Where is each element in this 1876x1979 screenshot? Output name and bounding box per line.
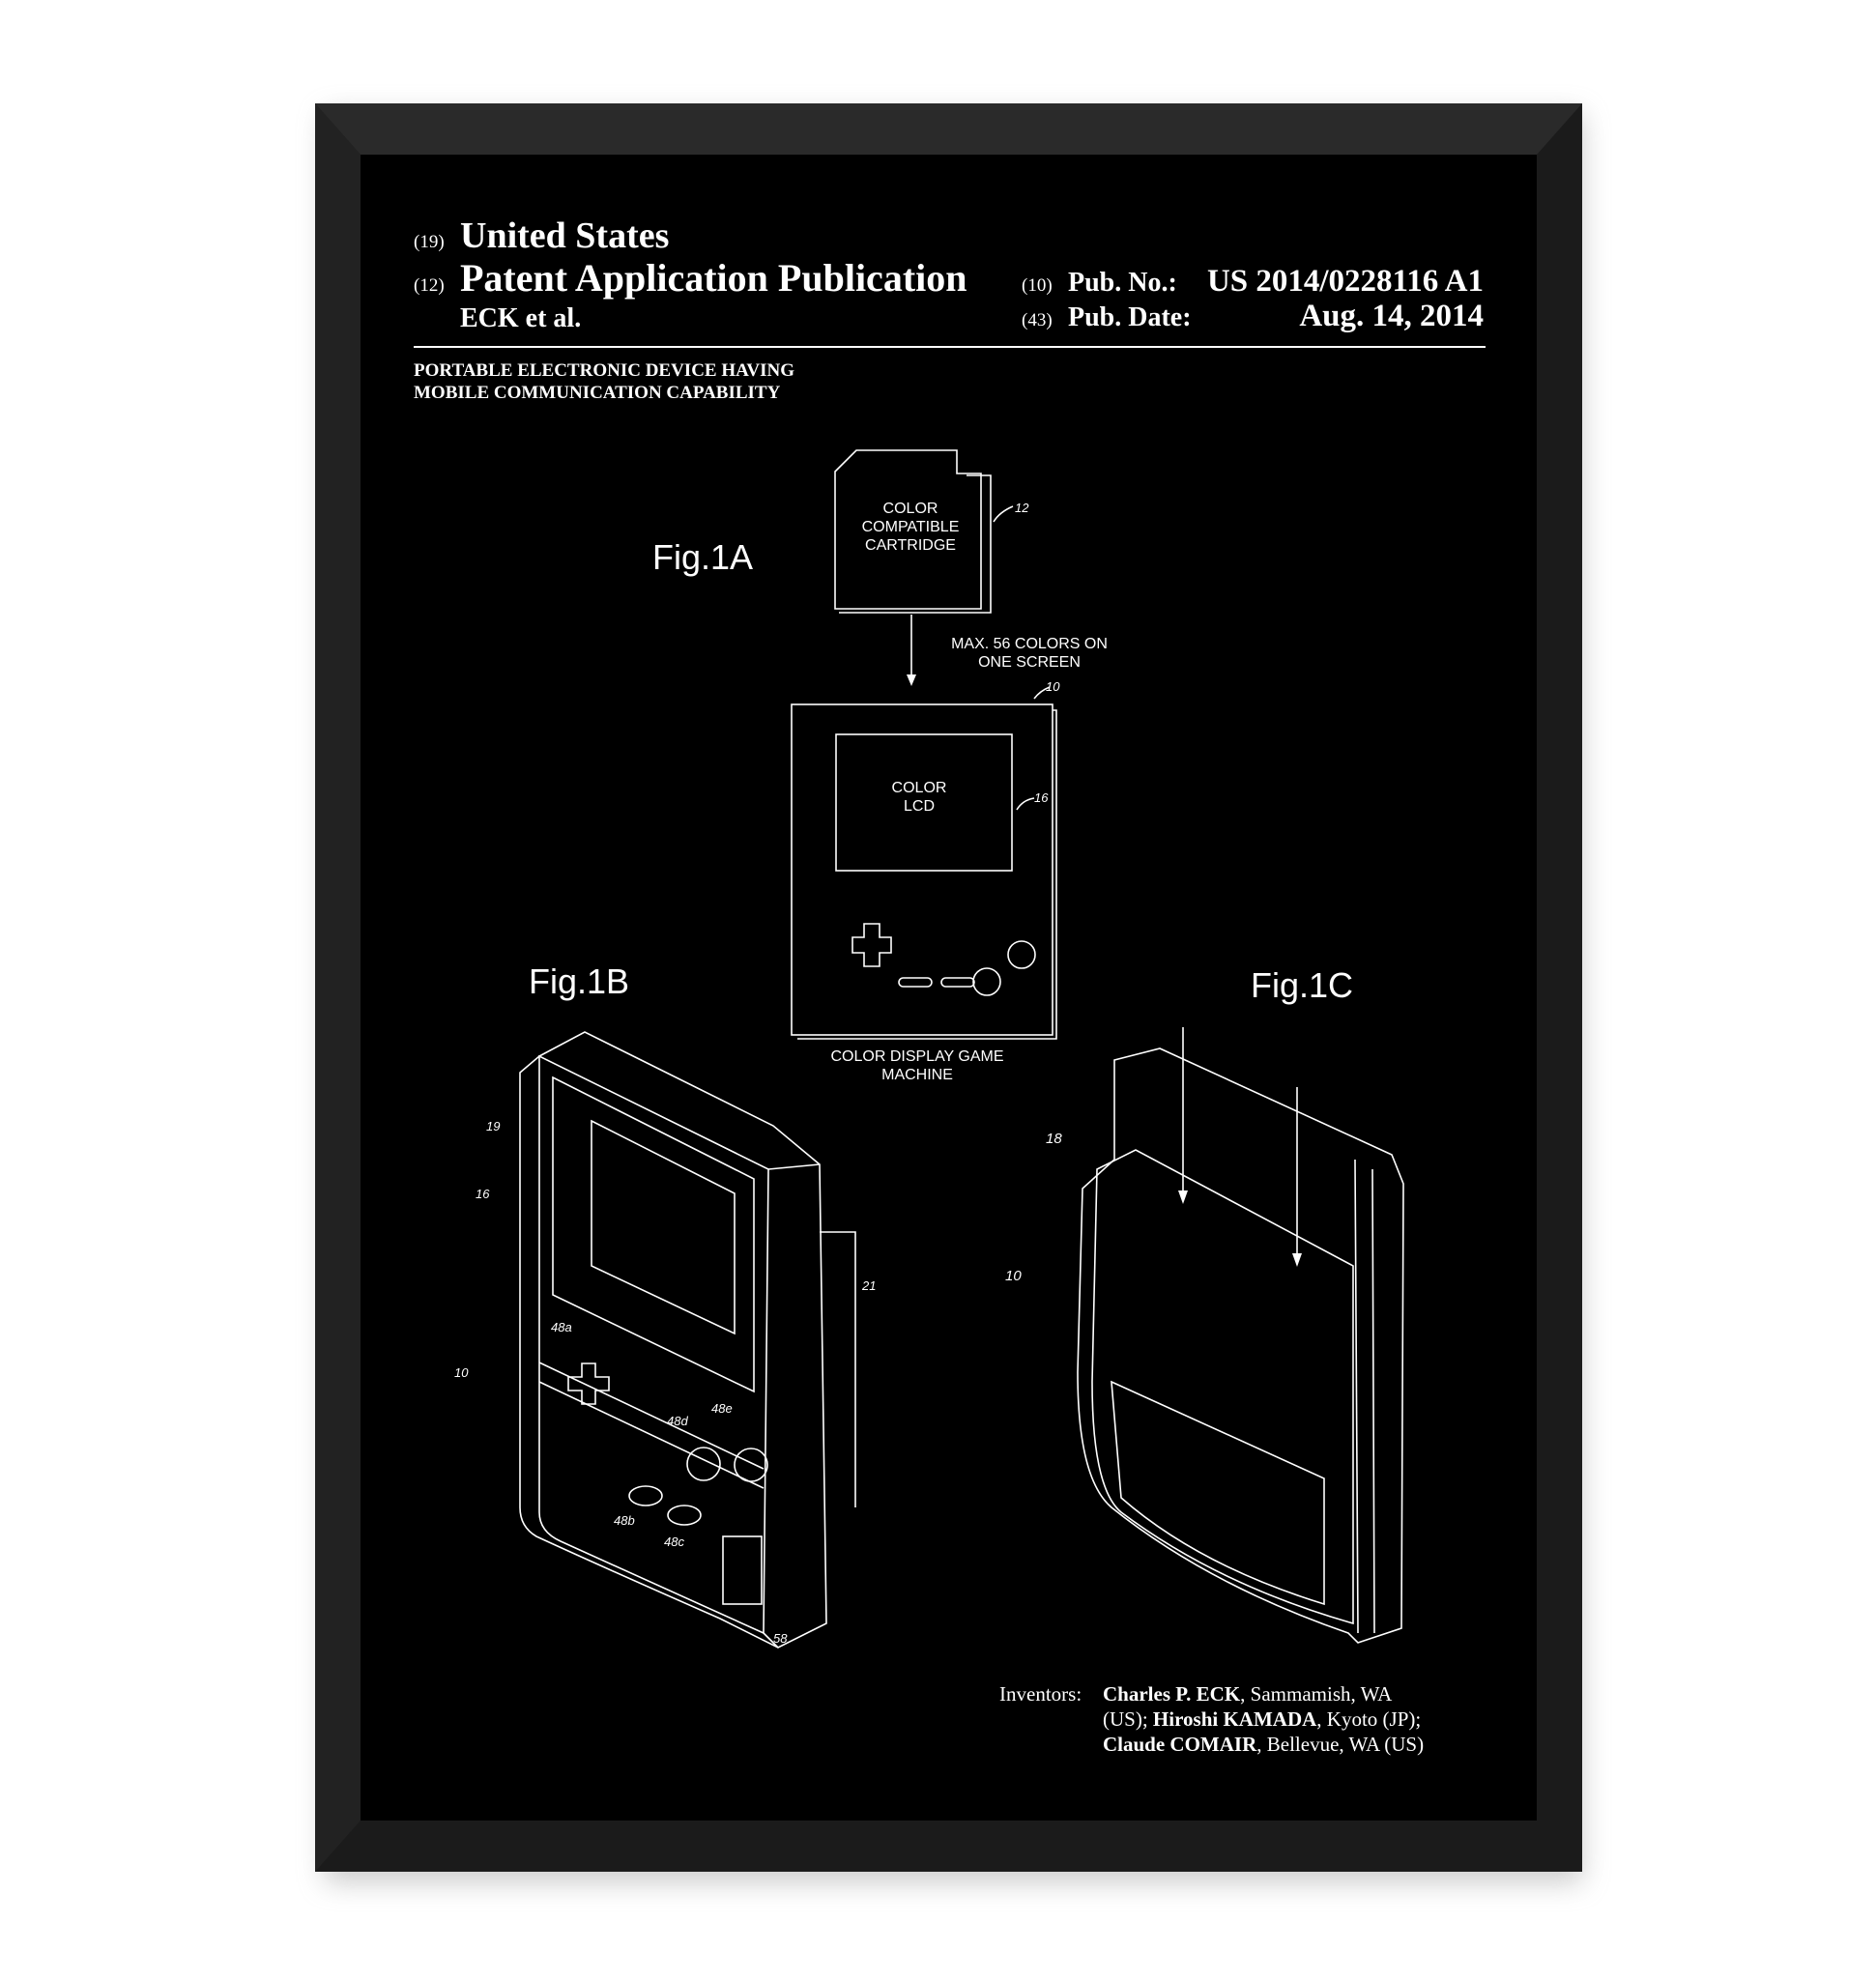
ref-numeral: 58 — [773, 1631, 788, 1646]
pub-date-code: (43) — [1022, 310, 1053, 330]
screen — [591, 1119, 736, 1335]
inventors-block: Inventors: Charles P. ECK, Sammamish, WA… — [999, 1682, 1424, 1756]
start-button-icon — [667, 1505, 702, 1526]
button-b-icon — [972, 967, 1001, 996]
select-button-icon — [898, 977, 933, 988]
lcd-outline — [835, 733, 1013, 872]
button-b-icon — [686, 1447, 721, 1481]
pub-date: Aug. 14, 2014 — [1299, 299, 1484, 333]
ref-numeral: 12 — [1015, 501, 1029, 515]
body-edge — [1354, 1159, 1375, 1634]
ref-numeral: 10 — [454, 1365, 469, 1380]
arrow-head — [907, 674, 916, 686]
ref-numeral: 48c — [664, 1534, 684, 1549]
ref-numeral: 10 — [1046, 679, 1060, 694]
mat — [361, 155, 1537, 1821]
dpad-icon — [567, 1362, 610, 1405]
ref-numeral: 48e — [711, 1401, 733, 1416]
inventor-location: (US); — [1103, 1707, 1153, 1731]
inventors-label: Inventors: — [999, 1682, 1082, 1706]
device-edge — [797, 709, 1057, 1040]
arrow-note: ONE SCREEN — [978, 654, 1081, 671]
device-caption: MACHINE — [881, 1067, 953, 1083]
device-back — [1077, 1047, 1404, 1644]
leader-line — [1016, 797, 1035, 811]
authors: ECK et al. — [460, 303, 581, 333]
svg-text:(US); Hiroshi KAMADA, Kyoto (J: (US); Hiroshi KAMADA, Kyoto (JP); — [1103, 1707, 1421, 1731]
country: United States — [460, 215, 669, 256]
button-a-icon — [734, 1448, 768, 1482]
inventor-location: , Bellevue, WA (US) — [1256, 1733, 1424, 1756]
publication-type: Patent Application Publication — [460, 256, 967, 300]
title-line: MOBILE COMMUNICATION CAPABILITY — [414, 383, 781, 403]
inventor-name: Hiroshi KAMADA — [1153, 1707, 1317, 1731]
device-face — [538, 1054, 769, 1635]
pub-date-label: Pub. Date: — [1068, 302, 1192, 332]
select-button-icon — [628, 1485, 663, 1506]
ref-numeral: 19 — [486, 1119, 500, 1133]
figure-1a: Fig.1A COLOR COMPATIBLE CARTRIDGE 12 MAX… — [652, 449, 1108, 1083]
ref-numeral: 21 — [861, 1278, 876, 1293]
device-body — [519, 1031, 827, 1649]
patent-header: (19) United States (12) Patent Applicati… — [414, 215, 1486, 403]
cartridge-text: COLOR — [883, 501, 938, 517]
cartridge-text: COMPATIBLE — [862, 519, 960, 535]
leader-line — [993, 505, 1014, 523]
lcd-text: COLOR — [892, 780, 947, 796]
device-outline — [791, 703, 1053, 1036]
inventor-name: Claude COMAIR — [1103, 1733, 1257, 1756]
back-panel — [1111, 1380, 1325, 1606]
speaker-grille — [722, 1535, 763, 1605]
screen-bezel — [552, 1076, 755, 1393]
ref-numeral: 16 — [476, 1187, 490, 1201]
ref-numeral: 48b — [614, 1513, 635, 1528]
figure-1b: Fig.1B 19 16 21 48a 10 48d 48e 48b 48c 5… — [454, 961, 876, 1649]
fig-label: Fig.1C — [1251, 965, 1353, 1005]
inventor-location: , Kyoto (JP); — [1316, 1707, 1421, 1731]
ref-numeral: 16 — [1034, 790, 1049, 805]
country-code: (19) — [414, 232, 445, 252]
fig-label: Fig.1B — [529, 961, 629, 1001]
ref-numeral: 18 — [1046, 1131, 1062, 1147]
inventor-name: Charles P. ECK — [1103, 1682, 1241, 1706]
lcd-text: LCD — [904, 798, 935, 815]
arrow-note: MAX. 56 COLORS ON — [951, 636, 1108, 652]
title-line: PORTABLE ELECTRONIC DEVICE HAVING — [414, 360, 794, 381]
ref-numeral: 10 — [1005, 1268, 1022, 1284]
pub-no-label: Pub. No.: — [1068, 268, 1177, 298]
leader-line — [1033, 686, 1051, 700]
svg-text:Charles P. ECK, Sammamish, WA: Charles P. ECK, Sammamish, WA — [1103, 1682, 1393, 1706]
arrow-head — [1178, 1190, 1188, 1204]
battery-cover — [1091, 1149, 1354, 1625]
pub-no: US 2014/0228116 A1 — [1207, 264, 1484, 299]
type-code: (12) — [414, 275, 445, 296]
cartridge-slot — [820, 1231, 856, 1507]
start-button-icon — [940, 977, 975, 988]
body-line — [538, 1362, 765, 1489]
svg-text:Claude COMAIR, Bellevue, WA (U: Claude COMAIR, Bellevue, WA (US) — [1103, 1733, 1424, 1756]
device-edge — [763, 1163, 821, 1649]
button-a-icon — [1007, 940, 1036, 969]
figure-1c: Fig.1C 18 10 — [1005, 965, 1404, 1644]
arrow-head — [1292, 1253, 1302, 1267]
cartridge-outline — [834, 449, 982, 610]
fig-label: Fig.1A — [652, 537, 753, 577]
cartridge-edge — [839, 474, 992, 614]
inventor-location: , Sammamish, WA — [1240, 1682, 1393, 1706]
device-caption: COLOR DISPLAY GAME — [830, 1048, 1003, 1065]
ref-numeral: 48a — [551, 1320, 572, 1334]
ref-numeral: 48d — [667, 1414, 688, 1428]
cartridge-text: CARTRIDGE — [865, 537, 956, 554]
pub-no-code: (10) — [1022, 275, 1053, 296]
dpad-icon — [851, 923, 892, 967]
